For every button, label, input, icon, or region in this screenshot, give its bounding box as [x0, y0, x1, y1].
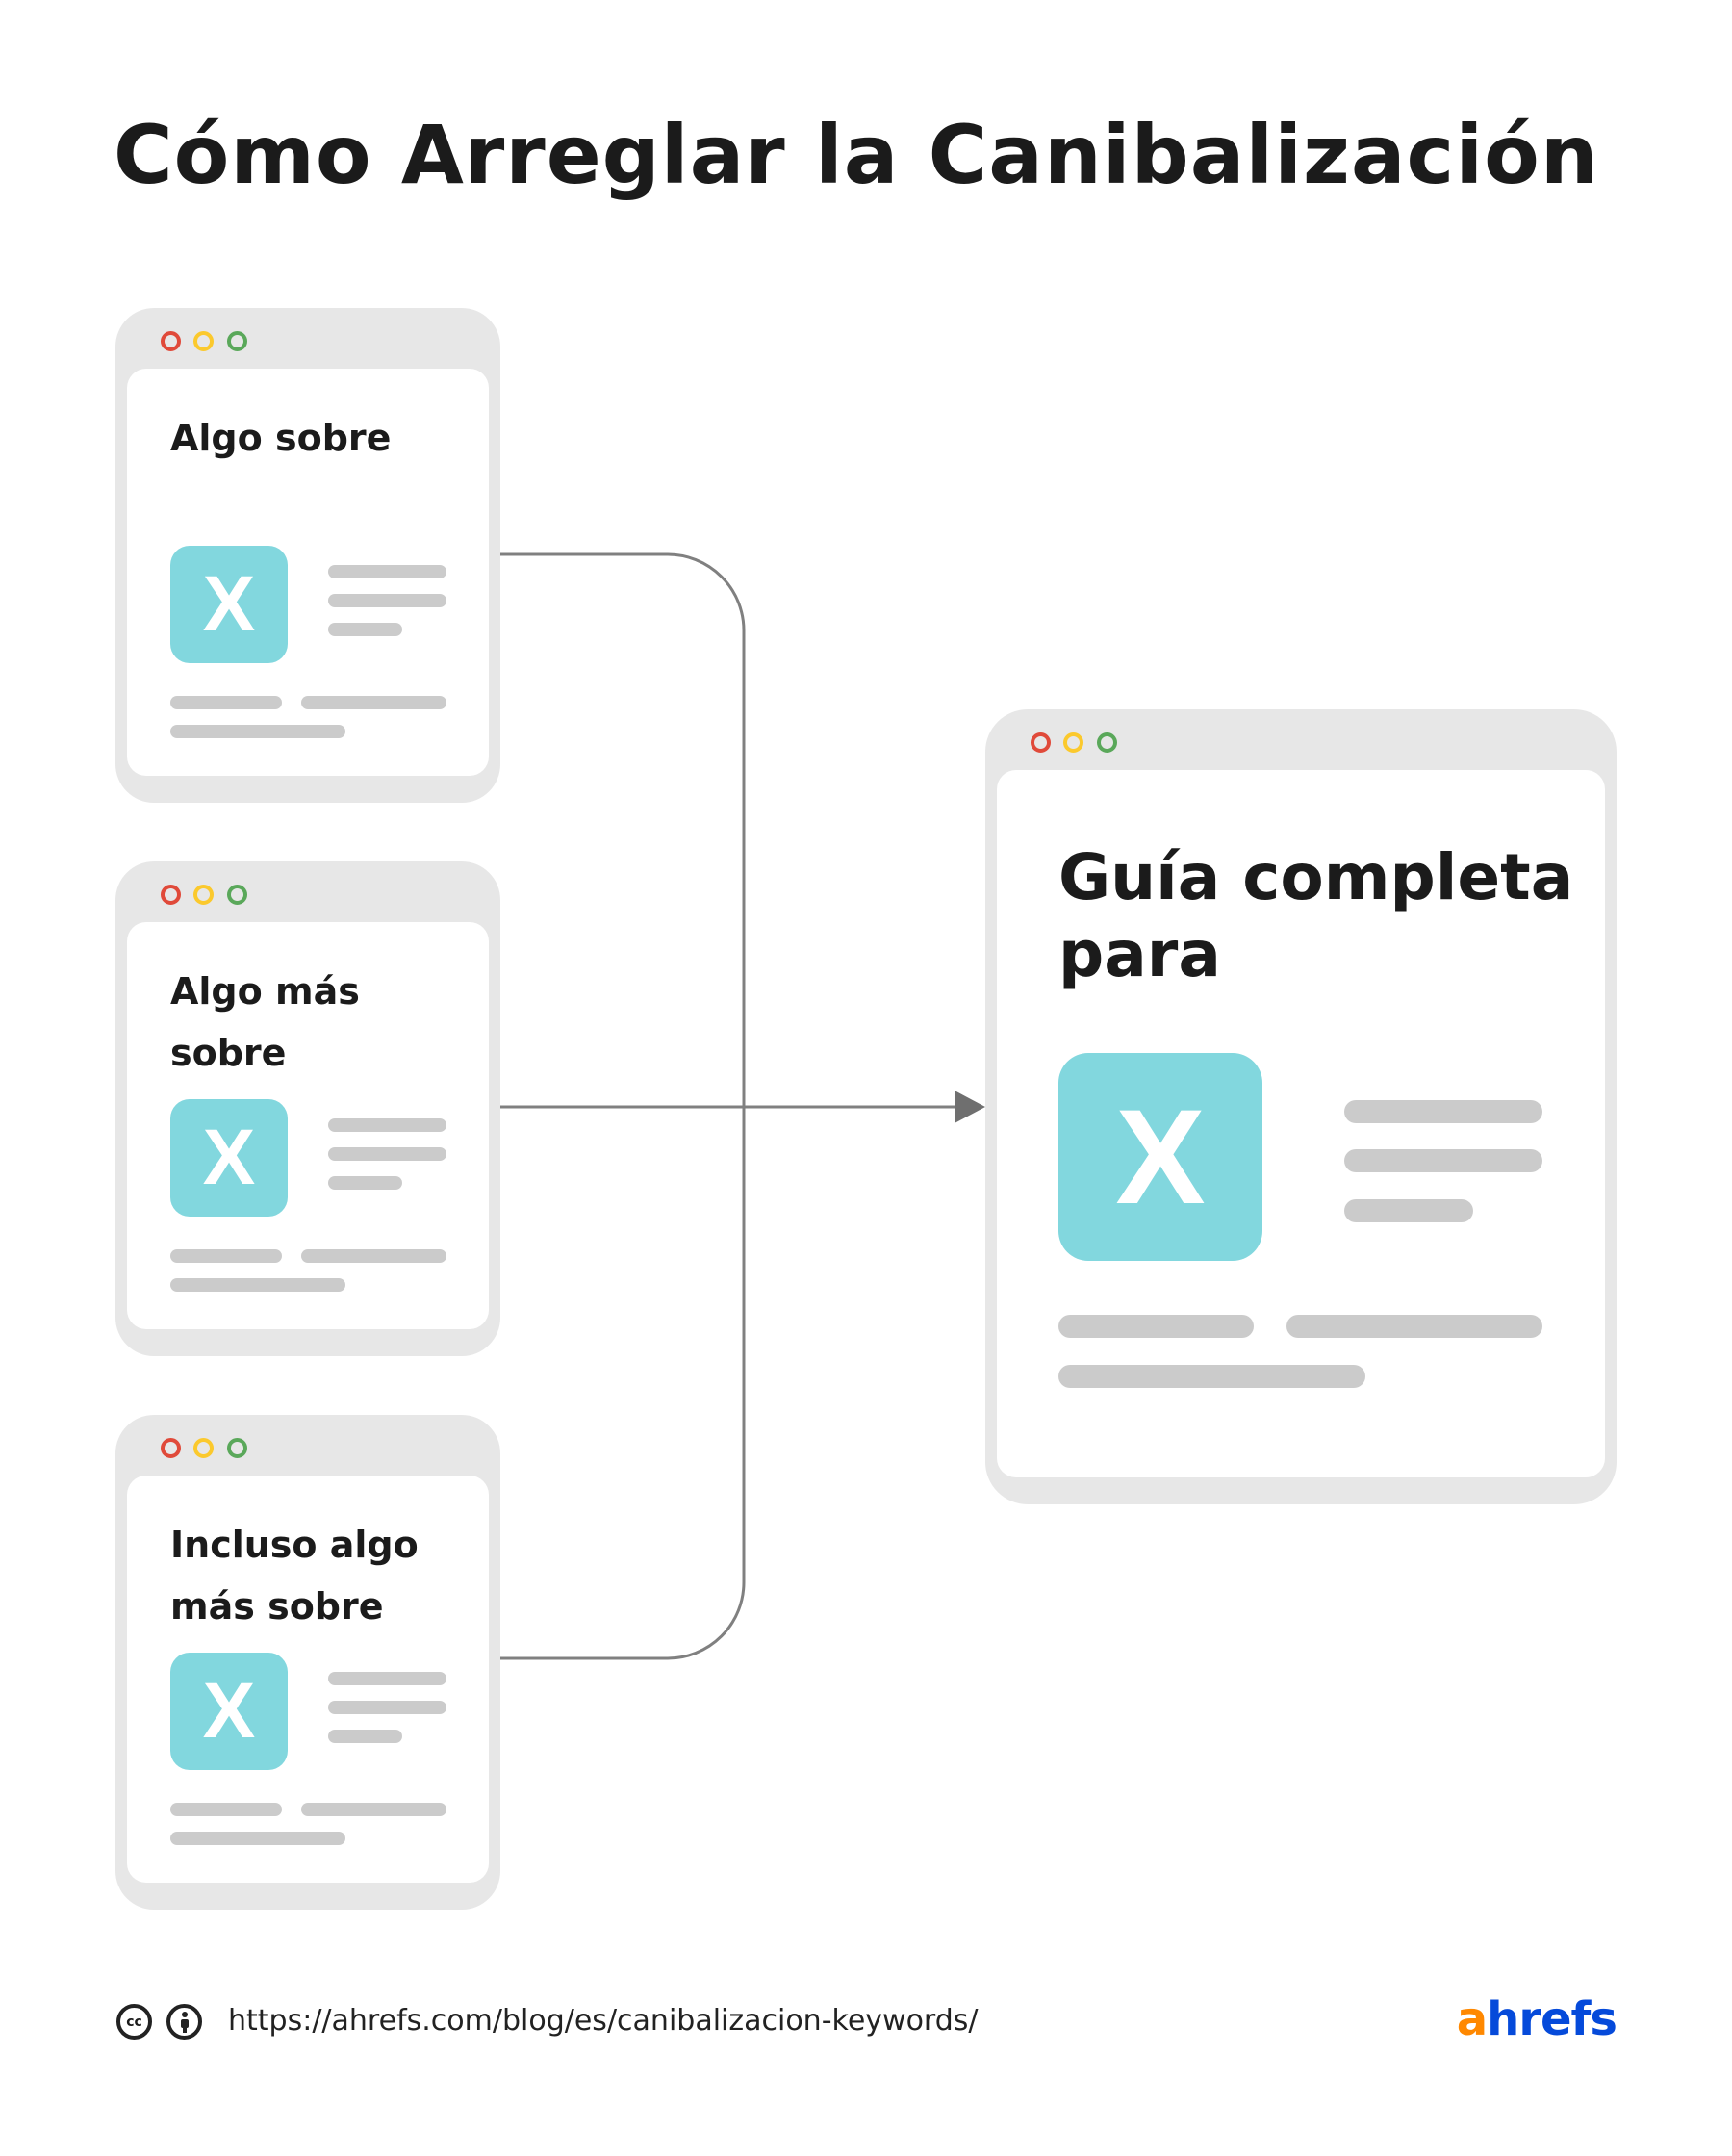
placeholder-line [328, 1730, 402, 1743]
browser-card-2: Algo más sobre X [115, 861, 500, 1356]
green-dot-icon [227, 1438, 247, 1458]
placeholder-line [170, 1832, 345, 1845]
yellow-dot-icon [193, 885, 214, 905]
placeholder-line [328, 623, 402, 636]
card-heading: Incluso algo más sobre [170, 1524, 419, 1628]
yellow-dot-icon [193, 331, 214, 351]
x-keyword-icon: X [170, 546, 288, 663]
creative-commons-icon: cc [116, 2004, 152, 2040]
placeholder-line [1344, 1100, 1542, 1123]
page-title: Cómo Arreglar la Canibalización [114, 108, 1599, 202]
placeholder-line [1058, 1365, 1365, 1388]
placeholder-line [328, 1118, 446, 1132]
logo-a: a [1456, 1992, 1488, 2046]
arrowhead-icon [955, 1091, 985, 1123]
placeholder-line [328, 565, 446, 578]
placeholder-line [1286, 1315, 1542, 1338]
placeholder-line [328, 1176, 402, 1190]
placeholder-line [328, 1701, 446, 1714]
red-dot-icon [161, 331, 181, 351]
attribution-icon [166, 2004, 202, 2040]
placeholder-line [301, 696, 446, 709]
card-heading: Algo sobre [170, 417, 392, 459]
x-keyword-icon: X [1058, 1053, 1262, 1261]
placeholder-line [328, 1672, 446, 1685]
placeholder-line [170, 725, 345, 738]
yellow-dot-icon [193, 1438, 214, 1458]
green-dot-icon [227, 331, 247, 351]
placeholder-line [170, 1278, 345, 1292]
placeholder-line [328, 594, 446, 607]
placeholder-line [1058, 1315, 1254, 1338]
card-heading: Guía completa para [1058, 840, 1574, 991]
placeholder-line [170, 696, 282, 709]
red-dot-icon [1031, 732, 1051, 753]
browser-card-1: Algo sobre X [115, 308, 500, 803]
browser-card-3: Incluso algo más sobre X [115, 1415, 500, 1910]
yellow-dot-icon [1063, 732, 1083, 753]
placeholder-line [328, 1147, 446, 1161]
x-keyword-icon: X [170, 1653, 288, 1770]
red-dot-icon [161, 1438, 181, 1458]
red-dot-icon [161, 885, 181, 905]
placeholder-line [301, 1803, 446, 1816]
placeholder-line [301, 1249, 446, 1263]
browser-card-guide: Guía completa para X [985, 709, 1617, 1504]
placeholder-line [170, 1249, 282, 1263]
green-dot-icon [227, 885, 247, 905]
placeholder-line [1344, 1199, 1473, 1222]
logo-rest: hrefs [1487, 1992, 1617, 2046]
x-keyword-icon: X [170, 1099, 288, 1217]
card-heading: Algo más sobre [170, 970, 360, 1074]
source-url-link[interactable]: https://ahrefs.com/blog/es/canibalizacio… [228, 2004, 979, 2038]
placeholder-line [1344, 1149, 1542, 1172]
placeholder-line [170, 1803, 282, 1816]
green-dot-icon [1097, 732, 1117, 753]
ahrefs-logo[interactable]: ahrefs [1457, 1992, 1617, 2046]
